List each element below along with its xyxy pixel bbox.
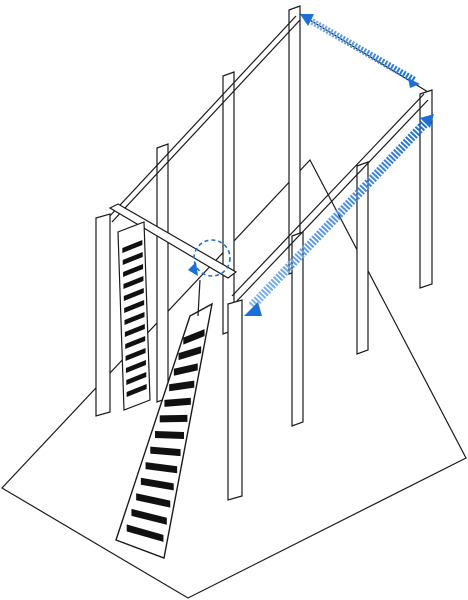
front-left-post bbox=[95, 213, 111, 417]
rotate-arrow-icon bbox=[188, 239, 231, 277]
ladder-tread bbox=[150, 446, 181, 457]
ladder-tread bbox=[125, 348, 146, 361]
ladder-tread bbox=[122, 240, 143, 253]
ladder-tread bbox=[123, 276, 144, 289]
right-posts bbox=[291, 89, 433, 427]
deployed-ladder bbox=[115, 279, 213, 559]
ladder-tread bbox=[125, 360, 146, 373]
ladder-tread bbox=[123, 288, 144, 301]
ladder-tread bbox=[131, 508, 167, 525]
ladder-tread bbox=[124, 312, 145, 325]
ladder-tread bbox=[124, 324, 145, 337]
ladder-tread bbox=[136, 493, 171, 508]
ladder-tread bbox=[140, 477, 174, 491]
stowed-ladder bbox=[117, 221, 151, 411]
front-right-rail bbox=[231, 93, 429, 303]
ladder-tread bbox=[183, 329, 205, 345]
ladder-tread bbox=[169, 380, 195, 392]
ladder-tread bbox=[145, 462, 178, 474]
back-left-rail bbox=[107, 15, 301, 223]
ladder-tread bbox=[178, 346, 202, 361]
ladder-tread bbox=[164, 397, 191, 407]
ladder-tread bbox=[122, 252, 143, 265]
double-arrow-icon bbox=[244, 14, 434, 316]
front-right-post bbox=[227, 299, 243, 501]
ladder-tread bbox=[125, 336, 146, 349]
ladder-tread bbox=[173, 363, 198, 376]
ladder-tread bbox=[155, 431, 184, 439]
ladder-tread bbox=[124, 300, 145, 313]
ladder-tread bbox=[126, 524, 164, 542]
ladder-tread bbox=[126, 372, 147, 385]
ladder-tread bbox=[159, 414, 188, 423]
ladder-tread bbox=[126, 384, 147, 397]
ladder-tread bbox=[123, 264, 144, 277]
